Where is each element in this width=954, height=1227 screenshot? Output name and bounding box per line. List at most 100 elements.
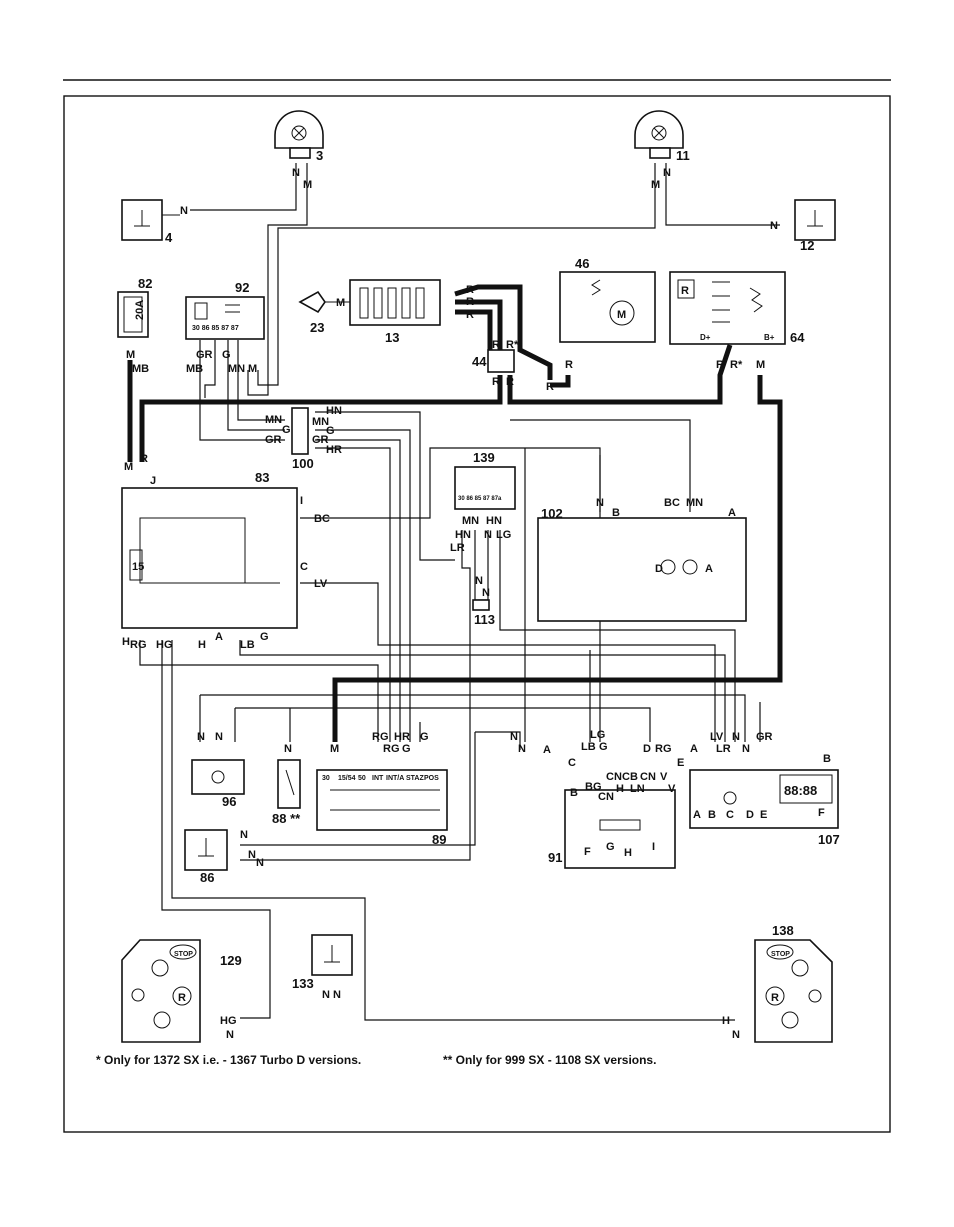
label-64: 64 — [790, 330, 805, 345]
svg-text:M: M — [124, 461, 133, 473]
component-139-relay: 30 86 85 87 87a 139 MN HN HN N LG LR — [450, 450, 516, 554]
svg-text:C: C — [726, 809, 734, 821]
svg-text:N: N — [284, 743, 292, 755]
svg-text:HG: HG — [220, 1015, 237, 1027]
svg-text:R: R — [492, 339, 500, 351]
svg-text:B: B — [708, 809, 716, 821]
svg-text:D+: D+ — [700, 333, 711, 342]
label-139: 139 — [473, 450, 495, 465]
footnote-single-star: * Only for 1372 SX i.e. - 1367 Turbo D v… — [96, 1053, 361, 1067]
svg-text:E: E — [760, 809, 767, 821]
component-12-sensor: N 12 — [770, 199, 836, 253]
svg-text:D: D — [746, 809, 754, 821]
component-102-cluster: D A 102 N BC MN — [537, 497, 747, 622]
svg-text:N: N — [180, 205, 188, 217]
svg-text:HG: HG — [156, 639, 173, 651]
component-113-switch: 113 N N — [472, 575, 495, 627]
svg-text:LV: LV — [314, 578, 328, 590]
svg-text:G: G — [599, 741, 608, 753]
svg-text:H: H — [624, 847, 632, 859]
svg-text:J: J — [150, 475, 156, 487]
svg-text:RG: RG — [130, 639, 147, 651]
label-11: 11 — [676, 148, 690, 163]
svg-text:C: C — [568, 757, 576, 769]
label-138: 138 — [772, 923, 794, 938]
svg-text:30: 30 — [322, 775, 330, 782]
svg-text:CN: CN — [606, 771, 622, 783]
label-129: 129 — [220, 953, 242, 968]
svg-text:D: D — [655, 563, 663, 575]
svg-text:50: 50 — [358, 775, 366, 782]
svg-text:LR: LR — [716, 743, 731, 755]
svg-text:R: R — [466, 309, 474, 321]
component-129-rear-lamp: STOP R 129 HG N — [121, 939, 242, 1043]
svg-text:N: N — [322, 989, 330, 1001]
clock-display: 88:88 — [784, 783, 817, 798]
component-13-heater: 13 R R R — [349, 279, 474, 345]
svg-text:N: N — [240, 829, 248, 841]
svg-text:BG: BG — [585, 781, 602, 793]
label-92: 92 — [235, 280, 249, 295]
svg-text:N: N — [732, 731, 740, 743]
svg-text:G: G — [402, 743, 411, 755]
svg-text:I: I — [652, 841, 655, 853]
svg-text:G: G — [606, 841, 615, 853]
svg-text:R*: R* — [730, 359, 743, 371]
svg-text:15/54: 15/54 — [338, 775, 356, 782]
svg-text:CN: CN — [598, 791, 614, 803]
svg-text:CN: CN — [640, 771, 656, 783]
label-107: 107 — [818, 832, 840, 847]
svg-text:N: N — [248, 849, 256, 861]
svg-text:R: R — [140, 453, 148, 465]
svg-text:N: N — [215, 731, 223, 743]
svg-text:D: D — [643, 743, 651, 755]
component-100-splice: 100 MN G GR HN MN G GR HR — [265, 405, 342, 471]
fuse-rating: 20A — [134, 300, 146, 320]
svg-text:M: M — [651, 179, 660, 191]
label-15: 15 — [132, 561, 144, 573]
svg-text:G: G — [222, 349, 231, 361]
svg-text:R: R — [546, 381, 554, 393]
svg-text:N: N — [256, 857, 264, 869]
svg-text:GR: GR — [756, 731, 773, 743]
svg-text:N: N — [197, 731, 205, 743]
svg-text:B: B — [612, 507, 620, 519]
svg-text:STOP: STOP — [174, 951, 193, 958]
svg-text:M: M — [248, 363, 257, 375]
svg-text:R: R — [565, 359, 573, 371]
svg-text:N: N — [482, 587, 490, 599]
component-92-relay: 30 86 85 87 87 92 GR G MN M MB — [185, 280, 265, 375]
svg-text:HR: HR — [394, 731, 410, 743]
svg-text:M: M — [303, 179, 312, 191]
label-96: 96 — [222, 794, 236, 809]
svg-text:INT/A: INT/A — [386, 775, 404, 782]
svg-text:MN: MN — [265, 414, 282, 426]
svg-text:N: N — [475, 575, 483, 587]
label-102: 102 — [541, 506, 563, 521]
svg-text:GR: GR — [312, 434, 329, 446]
component-46-motor: M 46 R R — [546, 256, 656, 393]
svg-text:A: A — [705, 563, 713, 575]
svg-text:MB: MB — [186, 363, 203, 375]
svg-text:N: N — [742, 743, 750, 755]
label-46: 46 — [575, 256, 589, 271]
svg-text:I: I — [300, 495, 303, 507]
svg-text:R: R — [506, 376, 514, 388]
svg-text:MB: MB — [132, 363, 149, 375]
svg-text:MN: MN — [312, 416, 329, 428]
svg-text:C: C — [300, 561, 308, 573]
svg-text:N: N — [510, 731, 518, 743]
thick-wires — [127, 284, 783, 742]
svg-text:HR: HR — [326, 444, 342, 456]
svg-text:A: A — [690, 743, 698, 755]
svg-text:STAZ: STAZ — [406, 775, 424, 782]
svg-text:N: N — [732, 1029, 740, 1041]
svg-text:GR: GR — [265, 434, 282, 446]
component-88-switch: 88 ** N — [272, 743, 301, 826]
svg-text:M: M — [336, 297, 345, 309]
diagram-frame — [63, 95, 891, 1133]
svg-text:B: B — [570, 787, 578, 799]
label-3: 3 — [316, 148, 323, 163]
component-133-sensor: 133 N N — [292, 934, 353, 1001]
